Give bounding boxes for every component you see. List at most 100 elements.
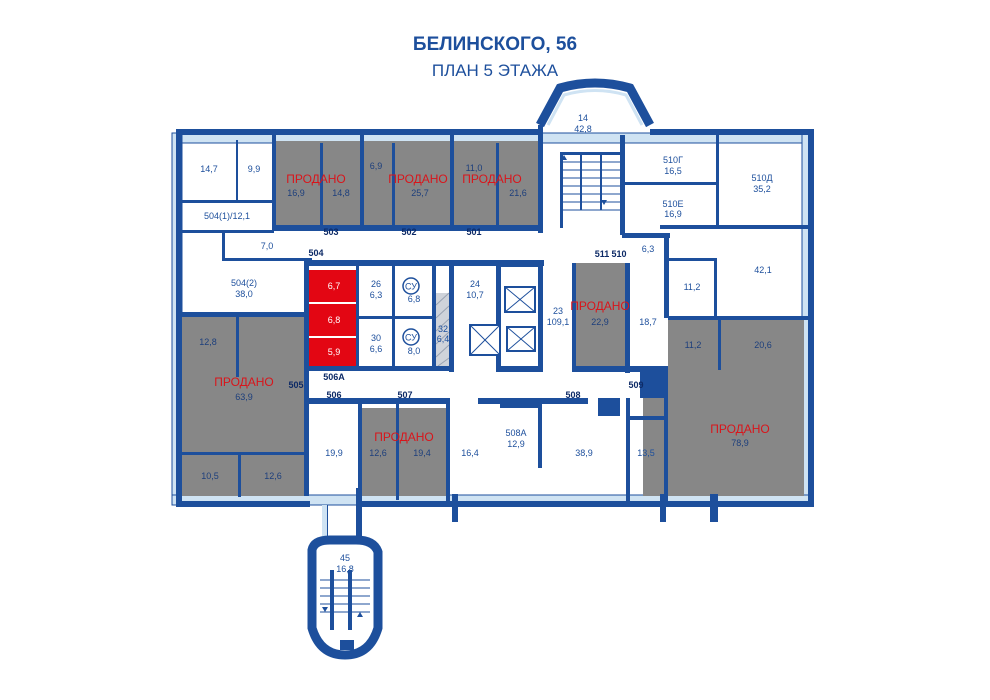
room-5-9: 5,9 <box>328 347 341 357</box>
room-6-7: 6,7 <box>328 281 341 291</box>
unit-503: 503 <box>323 227 338 237</box>
room-510g-number: 510Г <box>663 155 683 165</box>
unit-511: 511 <box>595 249 610 259</box>
sold-area-511 <box>575 263 625 368</box>
room-32-area: 6,4 <box>437 334 450 344</box>
room-30-area: 6,6 <box>370 344 383 354</box>
room-22-9: 22,9 <box>591 317 609 327</box>
room-highlight-6-7[interactable] <box>308 270 356 302</box>
room-labels: 14,7 9,9 504(1)/12,1 7,0 504(2) 38,0 16,… <box>199 113 772 574</box>
sold-label-505: ПРОДАНО <box>214 375 274 389</box>
room-14-number: 14 <box>578 113 588 123</box>
room-16-9: 16,9 <box>287 188 305 198</box>
sanitary-icon-2 <box>402 328 420 346</box>
room-510g-area: 16,5 <box>664 166 682 176</box>
sold-label-501: ПРОДАНО <box>462 172 522 186</box>
room-42-1: 42,1 <box>754 265 772 275</box>
sold-area-503 <box>276 141 360 225</box>
unit-510: 510 <box>611 249 626 259</box>
hatch-lines <box>435 292 450 367</box>
room-11-0: 11,0 <box>466 163 483 173</box>
room-18-7: 18,7 <box>639 317 657 327</box>
unit-506a: 506А <box>323 372 345 382</box>
room-508a-area: 12,9 <box>507 439 525 449</box>
plan-subtitle: ПЛАН 5 ЭТАЖА <box>432 61 559 80</box>
sold-area-502 <box>362 141 450 225</box>
room-23-area: 109,1 <box>547 317 570 327</box>
room-21-6: 21,6 <box>509 188 527 198</box>
room-24-number: 24 <box>470 279 480 289</box>
room-highlight-6-8[interactable] <box>308 304 356 336</box>
elevators <box>469 286 536 356</box>
unit-501: 501 <box>466 227 481 237</box>
room-highlight-5-9[interactable] <box>308 338 356 366</box>
room-38-9: 38,9 <box>575 448 593 458</box>
room-510d-number: 510Д <box>751 173 772 183</box>
room-14-8: 14,8 <box>332 188 350 198</box>
sold-area-505 <box>182 316 308 496</box>
room-13-5: 13,5 <box>637 448 655 458</box>
room-su2-area: 8,0 <box>408 346 421 356</box>
room-45-area: 16,8 <box>336 564 354 574</box>
room-45-number: 45 <box>340 553 350 563</box>
room-14-7: 14,7 <box>200 164 218 174</box>
sanitary-label-1: СУ <box>405 282 417 292</box>
room-10-5: 10,5 <box>201 471 219 481</box>
walls <box>176 125 814 522</box>
room-510e-number: 510Е <box>662 199 683 209</box>
sanitary-icon-1 <box>402 277 420 295</box>
room-19-4: 19,4 <box>413 448 431 458</box>
room-504-2-number: 504(2) <box>231 278 257 288</box>
room-32-number: 32 <box>438 324 448 334</box>
room-504-2-area: 38,0 <box>235 289 253 299</box>
room-25-7: 25,7 <box>411 188 429 198</box>
stair-arrows <box>322 155 607 617</box>
sold-area-501 <box>452 141 538 225</box>
room-6-8: 6,8 <box>328 315 341 325</box>
room-su1-area: 6,8 <box>408 294 421 304</box>
room-11-2-lower: 11,2 <box>685 340 702 350</box>
unit-506: 506 <box>326 390 341 400</box>
room-16-4: 16,4 <box>461 448 479 458</box>
bay-window <box>536 78 654 128</box>
room-12-6-left: 12,6 <box>264 471 282 481</box>
room-20-6: 20,6 <box>754 340 772 350</box>
unit-507: 507 <box>397 390 412 400</box>
room-24-area: 10,7 <box>466 290 484 300</box>
sold-label-509: ПРОДАНО <box>710 422 770 436</box>
sold-area-510-lower <box>668 318 804 374</box>
unit-502: 502 <box>401 227 416 237</box>
room-19-9: 19,9 <box>325 448 343 458</box>
sold-label-503: ПРОДАНО <box>286 172 346 186</box>
room-6-3-right: 6,3 <box>642 244 655 254</box>
room-30-number: 30 <box>371 333 381 343</box>
stair-treads-top <box>563 161 620 211</box>
room-23-number: 23 <box>553 306 563 316</box>
room-78-9: 78,9 <box>731 438 749 448</box>
room-14-area: 42,8 <box>574 124 592 134</box>
room-12-6-mid: 12,6 <box>369 448 387 458</box>
room-9-9: 9,9 <box>248 164 261 174</box>
unit-numbers: 503 502 501 504 511 510 506А 505 506 507… <box>288 227 643 400</box>
stair-tower <box>307 488 383 660</box>
sold-label-507: ПРОДАНО <box>374 430 434 444</box>
room-11-2-upper: 11,2 <box>684 282 701 292</box>
room-7-0: 7,0 <box>261 241 274 251</box>
unit-505: 505 <box>288 380 303 390</box>
sold-area-509 <box>643 368 804 496</box>
unit-508: 508 <box>565 390 580 400</box>
unit-504: 504 <box>308 248 323 258</box>
room-510e-area: 16,9 <box>664 209 682 219</box>
sold-label-502: ПРОДАНО <box>388 172 448 186</box>
room-26-area: 6,3 <box>370 290 383 300</box>
sanitary-label-2: СУ <box>405 333 417 343</box>
unit-509: 509 <box>628 380 643 390</box>
room-504-1: 504(1)/12,1 <box>204 211 250 221</box>
room-510d-area: 35,2 <box>753 184 771 194</box>
room-6-9: 6,9 <box>370 161 383 171</box>
room-63-9: 63,9 <box>235 392 253 402</box>
room-26-number: 26 <box>371 279 381 289</box>
room-12-8: 12,8 <box>199 337 217 347</box>
room-508a-number: 508А <box>505 428 526 438</box>
